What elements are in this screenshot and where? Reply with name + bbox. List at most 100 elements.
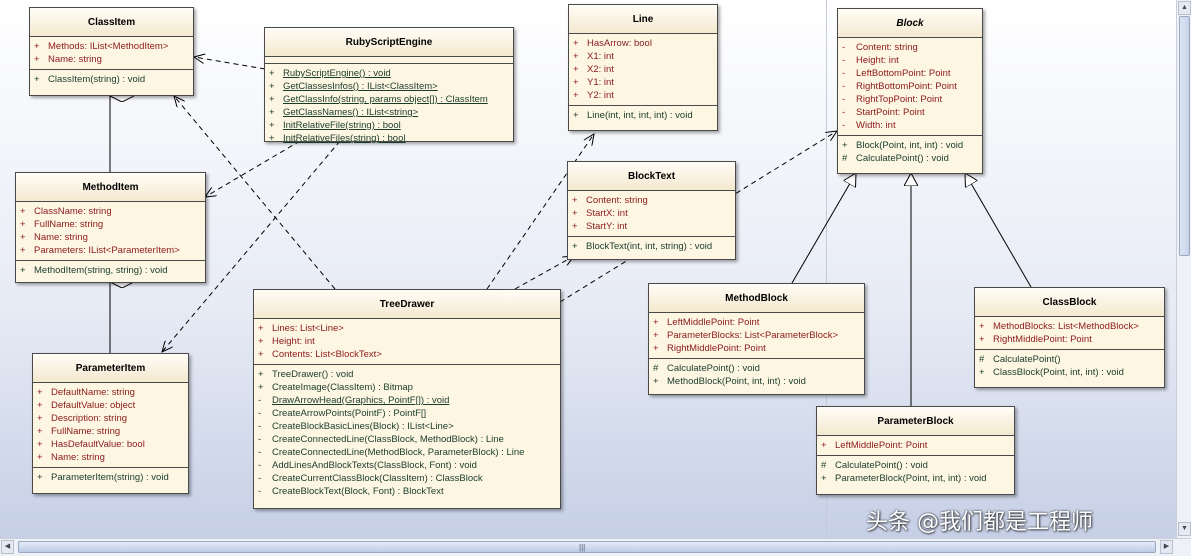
horizontal-scrollbar[interactable]: ◀ ||| ▶ — [0, 538, 1191, 556]
operation-row[interactable]: +BlockText(int, int, string) : void — [572, 240, 731, 253]
attribute-row[interactable]: +Description: string — [37, 412, 184, 425]
attribute-row[interactable]: +DefaultName: string — [37, 386, 184, 399]
operation-row[interactable]: -AddLinesAndBlockTexts(ClassBlock, Font)… — [258, 459, 556, 472]
attribute-row[interactable]: +Y2: int — [573, 89, 713, 102]
operation-text: CalculatePoint() — [993, 354, 1061, 365]
class-box-classitem[interactable]: ClassItem+Methods: IList<MethodItem>+Nam… — [29, 7, 194, 96]
class-box-parameteritem[interactable]: ParameterItem+DefaultName: string+Defaul… — [32, 353, 189, 494]
visibility-marker: + — [979, 334, 985, 345]
operation-row[interactable]: -CreateBlockBasicLines(Block) : IList<Li… — [258, 420, 556, 433]
operation-row[interactable]: +ClassItem(string) : void — [34, 73, 189, 86]
attribute-row[interactable]: +RightMiddlePoint: Point — [653, 342, 860, 355]
attribute-row[interactable]: +MethodBlocks: List<MethodBlock> — [979, 320, 1160, 333]
operation-row[interactable]: +ParameterItem(string) : void — [37, 471, 184, 484]
attribute-row[interactable]: +StartX: int — [572, 207, 731, 220]
class-box-line[interactable]: Line+HasArrow: bool+X1: int+X2: int+Y1: … — [568, 4, 718, 131]
operation-row[interactable]: #CalculatePoint() : void — [821, 459, 1010, 472]
operation-row[interactable]: +MethodItem(string, string) : void — [20, 264, 201, 277]
attribute-row[interactable]: +X1: int — [573, 50, 713, 63]
attribute-row[interactable]: -LeftBottomPoint: Point — [842, 67, 978, 80]
attribute-row[interactable]: +Y1: int — [573, 76, 713, 89]
attribute-row[interactable]: +LeftMiddlePoint: Point — [653, 316, 860, 329]
attribute-row[interactable]: +ParameterBlocks: List<ParameterBlock> — [653, 329, 860, 342]
scroll-right-icon[interactable]: ▶ — [1160, 540, 1173, 554]
operation-row[interactable]: +RubyScriptEngine() : void — [269, 67, 509, 80]
attribute-row[interactable]: +ClassName: string — [20, 205, 201, 218]
attribute-row[interactable]: +RightMiddlePoint: Point — [979, 333, 1160, 346]
attribute-row[interactable]: +Lines: List<Line> — [258, 322, 556, 335]
attribute-row[interactable]: +Name: string — [37, 451, 184, 464]
class-box-parameterblock[interactable]: ParameterBlock+LeftMiddlePoint: Point#Ca… — [816, 406, 1015, 495]
operation-row[interactable]: +CreateImage(ClassItem) : Bitmap — [258, 381, 556, 394]
attribute-text: Height: int — [856, 55, 899, 66]
attribute-row[interactable]: +LeftMiddlePoint: Point — [821, 439, 1010, 452]
class-box-treedrawer[interactable]: TreeDrawer+Lines: List<Line>+Height: int… — [253, 289, 561, 509]
operation-row[interactable]: +ClassBlock(Point, int, int) : void — [979, 366, 1160, 379]
operation-text: CreateArrowPoints(PointF) : PointF[] — [272, 408, 427, 419]
gen-methodblock-block — [791, 173, 856, 284]
operation-row[interactable]: -CreateConnectedLine(ClassBlock, MethodB… — [258, 433, 556, 446]
attribute-row[interactable]: +Contents: List<BlockText> — [258, 348, 556, 361]
attribute-row[interactable]: +Parameters: IList<ParameterItem> — [20, 244, 201, 257]
operation-row[interactable]: #CalculatePoint() — [979, 353, 1160, 366]
operation-row[interactable]: -DrawArrowHead(Graphics, PointF[]) : voi… — [258, 394, 556, 407]
operation-row[interactable]: +MethodBlock(Point, int, int) : void — [653, 375, 860, 388]
operation-row[interactable]: +GetClassNames() : IList<string> — [269, 106, 509, 119]
vertical-scrollbar[interactable]: ▲ ▼ — [1176, 0, 1191, 538]
attribute-row[interactable]: -StartPoint: Point — [842, 106, 978, 119]
visibility-marker: + — [34, 74, 40, 85]
visibility-marker: + — [979, 367, 985, 378]
attribute-row[interactable]: -Width: int — [842, 119, 978, 132]
scroll-up-icon[interactable]: ▲ — [1178, 1, 1191, 15]
attribute-row[interactable]: +Methods: IList<MethodItem> — [34, 40, 189, 53]
operation-row[interactable]: +Line(int, int, int, int) : void — [573, 109, 713, 122]
class-box-methodblock[interactable]: MethodBlock+LeftMiddlePoint: Point+Param… — [648, 283, 865, 395]
scroll-left-icon[interactable]: ◀ — [1, 540, 14, 554]
class-box-blocktext[interactable]: BlockText+Content: string+StartX: int+St… — [567, 161, 736, 260]
attribute-row[interactable]: +FullName: string — [37, 425, 184, 438]
attribute-compartment: +Methods: IList<MethodItem>+Name: string — [30, 37, 193, 70]
operation-row[interactable]: +GetClassInfo(string, params object[]) :… — [269, 93, 509, 106]
attribute-row[interactable]: -Content: string — [842, 41, 978, 54]
diagram-canvas[interactable]: ClassItem+Methods: IList<MethodItem>+Nam… — [0, 0, 1176, 538]
operation-row[interactable]: +TreeDrawer() : void — [258, 368, 556, 381]
visibility-marker: + — [37, 400, 43, 411]
operation-row[interactable]: #CalculatePoint() : void — [842, 152, 978, 165]
page-boundary-line — [826, 0, 827, 538]
operation-row[interactable]: +InitRelativeFile(string) : bool — [269, 119, 509, 132]
attribute-row[interactable]: -RightTopPoint: Point — [842, 93, 978, 106]
visibility-marker: + — [37, 452, 43, 463]
attribute-row[interactable]: +HasArrow: bool — [573, 37, 713, 50]
attribute-row[interactable]: -RightBottomPoint: Point — [842, 80, 978, 93]
scroll-down-icon[interactable]: ▼ — [1178, 522, 1191, 536]
operation-text: ParameterBlock(Point, int, int) : void — [835, 473, 987, 484]
visibility-marker: + — [573, 90, 579, 101]
class-box-methoditem[interactable]: MethodItem+ClassName: string+FullName: s… — [15, 172, 206, 283]
attribute-row[interactable]: +Content: string — [572, 194, 731, 207]
operation-row[interactable]: #CalculatePoint() : void — [653, 362, 860, 375]
attribute-row[interactable]: +Name: string — [20, 231, 201, 244]
attribute-row[interactable]: +Height: int — [258, 335, 556, 348]
operation-row[interactable]: +InitRelativeFiles(string) : bool — [269, 132, 509, 145]
attribute-row[interactable]: +DefaultValue: object — [37, 399, 184, 412]
operation-row[interactable]: -CreateBlockText(Block, Font) : BlockTex… — [258, 485, 556, 498]
attribute-row[interactable]: +FullName: string — [20, 218, 201, 231]
class-box-classblock[interactable]: ClassBlock+MethodBlocks: List<MethodBloc… — [974, 287, 1165, 388]
attribute-row[interactable]: +StartY: int — [572, 220, 731, 233]
operation-row[interactable]: -CreateCurrentClassBlock(ClassItem) : Cl… — [258, 472, 556, 485]
operation-text: AddLinesAndBlockTexts(ClassBlock, Font) … — [272, 460, 477, 471]
attribute-row[interactable]: +Name: string — [34, 53, 189, 66]
attribute-row[interactable]: +X2: int — [573, 63, 713, 76]
visibility-marker: + — [20, 219, 26, 230]
class-box-block[interactable]: Block-Content: string-Height: int-LeftBo… — [837, 8, 983, 174]
attribute-row[interactable]: -Height: int — [842, 54, 978, 67]
operation-row[interactable]: -CreateArrowPoints(PointF) : PointF[] — [258, 407, 556, 420]
operation-row[interactable]: -CreateConnectedLine(MethodBlock, Parame… — [258, 446, 556, 459]
vertical-scroll-thumb[interactable] — [1179, 16, 1190, 256]
class-box-rubyscriptengine[interactable]: RubyScriptEngine+RubyScriptEngine() : vo… — [264, 27, 514, 145]
operation-row[interactable]: +GetClassesInfos() : IList<ClassItem> — [269, 80, 509, 93]
operation-row[interactable]: +ParameterBlock(Point, int, int) : void — [821, 472, 1010, 485]
attribute-row[interactable]: +HasDefaultValue: bool — [37, 438, 184, 451]
horizontal-scroll-thumb[interactable]: ||| — [18, 541, 1156, 553]
operation-row[interactable]: +Block(Point, int, int) : void — [842, 139, 978, 152]
